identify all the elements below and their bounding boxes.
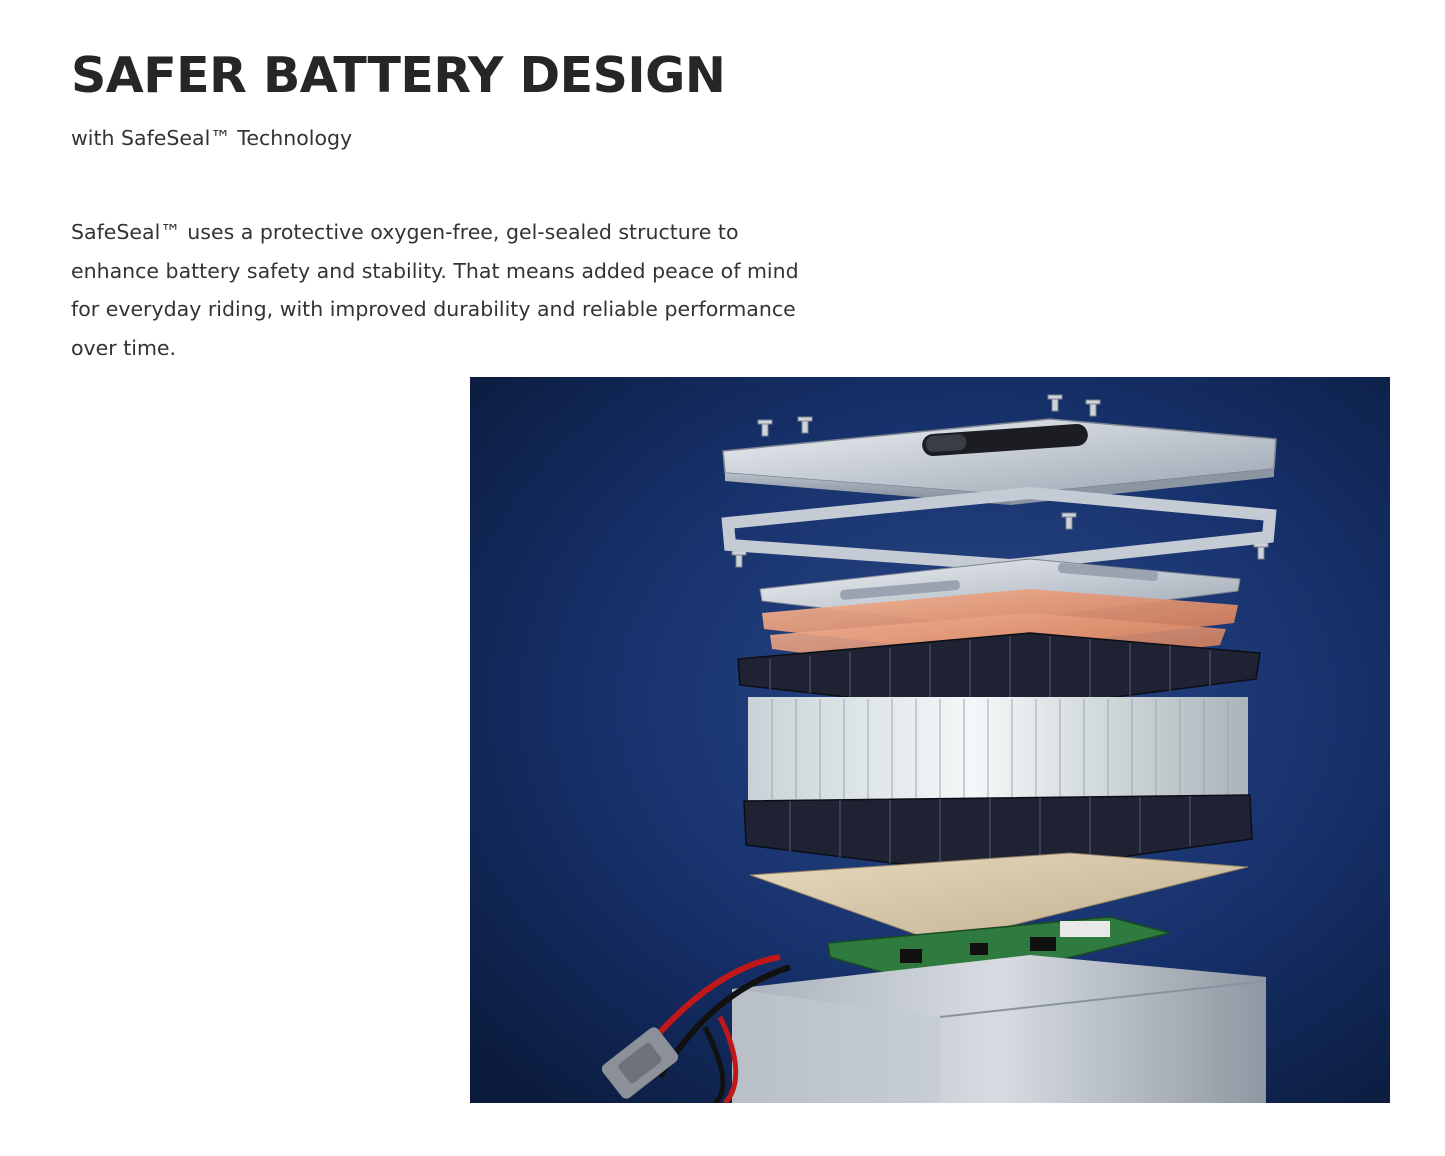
- section-subtitle: with SafeSeal™ Technology: [71, 126, 353, 150]
- section-title: SAFER BATTERY DESIGN: [71, 47, 726, 104]
- battery-exploded-view-image: [470, 377, 1390, 1103]
- section-description: SafeSeal™ uses a protective oxygen-free,…: [71, 220, 799, 361]
- battery-illustration: [470, 377, 1390, 1103]
